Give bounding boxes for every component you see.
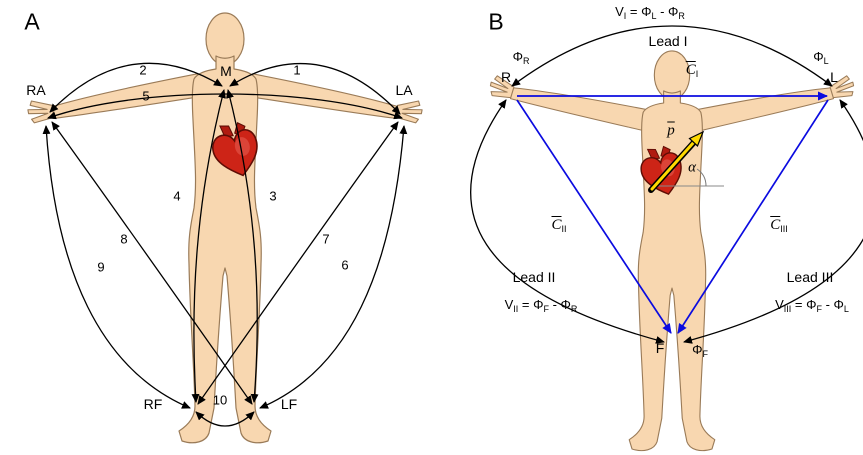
- lead-vector-c3: [677, 99, 829, 334]
- lead3-label: Lead III: [786, 269, 834, 285]
- wire-number-2: 2: [139, 62, 147, 78]
- c-symbol: C: [551, 217, 562, 233]
- eq-sub: L: [843, 304, 849, 314]
- wire-6: [259, 125, 408, 409]
- wire-number-3: 3: [269, 188, 277, 204]
- alpha-angle-label: α: [688, 159, 696, 176]
- eq-sub: L: [651, 11, 657, 21]
- angle-arc: [696, 168, 707, 187]
- eq-sub: R: [678, 11, 685, 21]
- eq-fragment: V: [504, 297, 514, 312]
- heart-vector-group: [648, 130, 724, 193]
- wire-number-4: 4: [173, 188, 181, 204]
- wire-2: [49, 62, 223, 113]
- phi-sub: F: [702, 349, 708, 359]
- phi-symbol: Φ: [813, 49, 824, 64]
- phi-l-label: ΦL: [813, 50, 828, 66]
- eq-sub: I: [623, 11, 627, 21]
- outer-arc-right: [683, 99, 863, 344]
- electrode-label-ra: RA: [26, 82, 46, 98]
- wire-number-9: 9: [97, 259, 105, 275]
- wire-10: [195, 411, 255, 427]
- phi-r-label: ΦR: [513, 50, 530, 66]
- p-vector-shaft: [650, 140, 696, 191]
- wire-number-1: 1: [293, 62, 301, 78]
- eq-sub: F: [816, 304, 822, 314]
- outer-arc-left: [470, 99, 665, 344]
- wire-5: [47, 93, 403, 120]
- eq-sub: R: [570, 304, 578, 314]
- eq-fragment: V: [775, 297, 784, 312]
- c3-vector-label: CIII: [770, 218, 788, 234]
- eq-fragment: = Φ: [791, 297, 817, 312]
- p-vector-arrowhead: [688, 130, 705, 148]
- eq-sub: II: [513, 304, 519, 314]
- eq-fragment: - Φ: [548, 297, 571, 312]
- c2-vector-label: CII: [551, 218, 566, 234]
- phi-f-label: ΦF: [692, 343, 708, 359]
- wire-number-6: 6: [341, 257, 349, 273]
- body-figure-b: [487, 50, 857, 452]
- electrode-label-rf: RF: [143, 396, 163, 412]
- wire-number-10: 10: [212, 392, 228, 408]
- eq-fragment: = Φ: [518, 297, 544, 312]
- lead1-voltage-equation: VI = ΦL - ΦR: [615, 5, 685, 21]
- phi-symbol: Φ: [512, 49, 523, 64]
- lead3-voltage-equation: VIII = ΦF - ΦL: [775, 298, 849, 314]
- panel-b-label: B: [488, 8, 504, 35]
- left-arm: [25, 71, 202, 128]
- node-label-f: F: [655, 340, 665, 356]
- phi-symbol: Φ: [692, 342, 703, 357]
- wire-number-7: 7: [322, 231, 330, 247]
- wire-number-5: 5: [142, 88, 150, 104]
- einthoven-triangle: [516, 91, 829, 334]
- electrode-label-lf: LF: [280, 396, 298, 412]
- c-sub: I: [695, 69, 699, 79]
- electrode-label-m: M: [220, 63, 232, 79]
- p-symbol: p: [667, 122, 675, 139]
- electrode-label-la: LA: [395, 82, 413, 98]
- eq-fragment: = Φ: [626, 4, 652, 19]
- wire-number-8: 8: [120, 231, 128, 247]
- node-label-l: L: [830, 69, 838, 85]
- p-vector-label: p: [667, 122, 675, 139]
- c-sub: II: [561, 224, 567, 234]
- c-symbol: C: [770, 217, 781, 233]
- lead2-voltage-equation: VII = ΦF - ΦR: [505, 298, 578, 314]
- c-symbol: C: [685, 62, 696, 78]
- lead-vector-c2: [516, 99, 672, 334]
- node-label-r: R: [500, 69, 512, 85]
- eq-fragment: - Φ: [656, 4, 679, 19]
- wire-9: [42, 125, 191, 409]
- panel-a-label: A: [24, 8, 40, 35]
- eq-sub: F: [543, 304, 549, 314]
- lead1-label: Lead I: [648, 33, 688, 49]
- torso-boundary-arcs: [470, 25, 863, 344]
- lead-wires-a: [42, 62, 408, 427]
- eq-fragment: - Φ: [821, 297, 844, 312]
- phi-sub: L: [823, 56, 829, 66]
- eq-sub: III: [783, 304, 792, 314]
- right-arm: [248, 71, 425, 128]
- left-arm: [487, 74, 651, 132]
- outer-arc-top: [511, 25, 833, 87]
- lead2-label: Lead II: [512, 269, 556, 285]
- wire-1: [229, 62, 401, 115]
- c-sub: III: [780, 224, 788, 234]
- c1-vector-label: CI: [686, 63, 699, 79]
- phi-sub: R: [522, 56, 530, 66]
- eq-fragment: V: [615, 4, 624, 19]
